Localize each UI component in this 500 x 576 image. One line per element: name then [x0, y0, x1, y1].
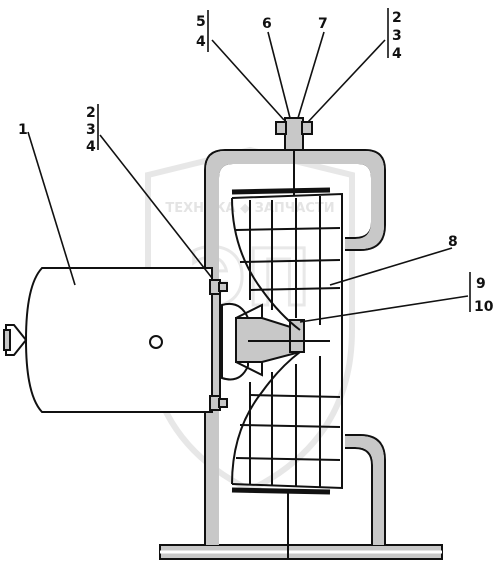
callout-1: 1: [18, 122, 28, 138]
callout-10: 10: [474, 299, 494, 315]
impeller: [231, 187, 343, 495]
callout-4-right: 4: [392, 46, 402, 62]
motor-mounting-flange: [211, 289, 221, 401]
callout-3-right: 3: [392, 28, 402, 44]
leader-8: [329, 247, 453, 286]
top-stud: [284, 117, 304, 151]
housing-outer-lower: [345, 434, 386, 545]
leader-7: [297, 31, 325, 119]
leader-6: [267, 31, 291, 119]
base-plate: [159, 544, 443, 560]
impeller-top-plate: [231, 187, 331, 195]
housing-inner-lower: [345, 447, 373, 545]
callout-4-top: 4: [196, 34, 206, 50]
callout-8: 8: [448, 234, 458, 250]
hub-nut: [289, 319, 305, 353]
callout-7: 7: [318, 16, 328, 32]
leader-910: [299, 295, 469, 323]
top-bolt: [275, 117, 313, 195]
callout-4-left: 4: [86, 139, 96, 155]
impeller-hub: [221, 302, 330, 381]
callout-2-right: 2: [392, 10, 402, 26]
callout-9: 9: [476, 276, 486, 292]
electric-motor: [3, 267, 228, 413]
callout-2-left: 2: [86, 105, 96, 121]
motor-housing: [24, 267, 213, 413]
callout-5: 5: [196, 14, 206, 30]
housing-outer-upper: [204, 149, 386, 545]
leader-234-left: [99, 134, 213, 279]
leader-1: [27, 131, 76, 286]
impeller-bottom-plate: [231, 487, 331, 495]
top-nut-right: [301, 121, 313, 135]
top-nut-left: [275, 121, 287, 135]
impeller-backplate-upper: [231, 197, 301, 331]
motor-vent-hole: [149, 335, 163, 349]
impeller-bottom-rim: [231, 437, 343, 490]
callout-3-left: 3: [86, 122, 96, 138]
leader-54: [211, 39, 285, 121]
callout-labels: 1 2 3 4 5 4 6 7 2 3 4 8 9 10: [18, 10, 494, 315]
impeller-top-rim: [231, 192, 343, 247]
callout-6: 6: [262, 16, 272, 32]
leader-234-right: [307, 39, 386, 123]
fan-housing: [204, 149, 386, 558]
motor-shaft-end: [3, 329, 11, 351]
leader-lines: [27, 8, 471, 323]
